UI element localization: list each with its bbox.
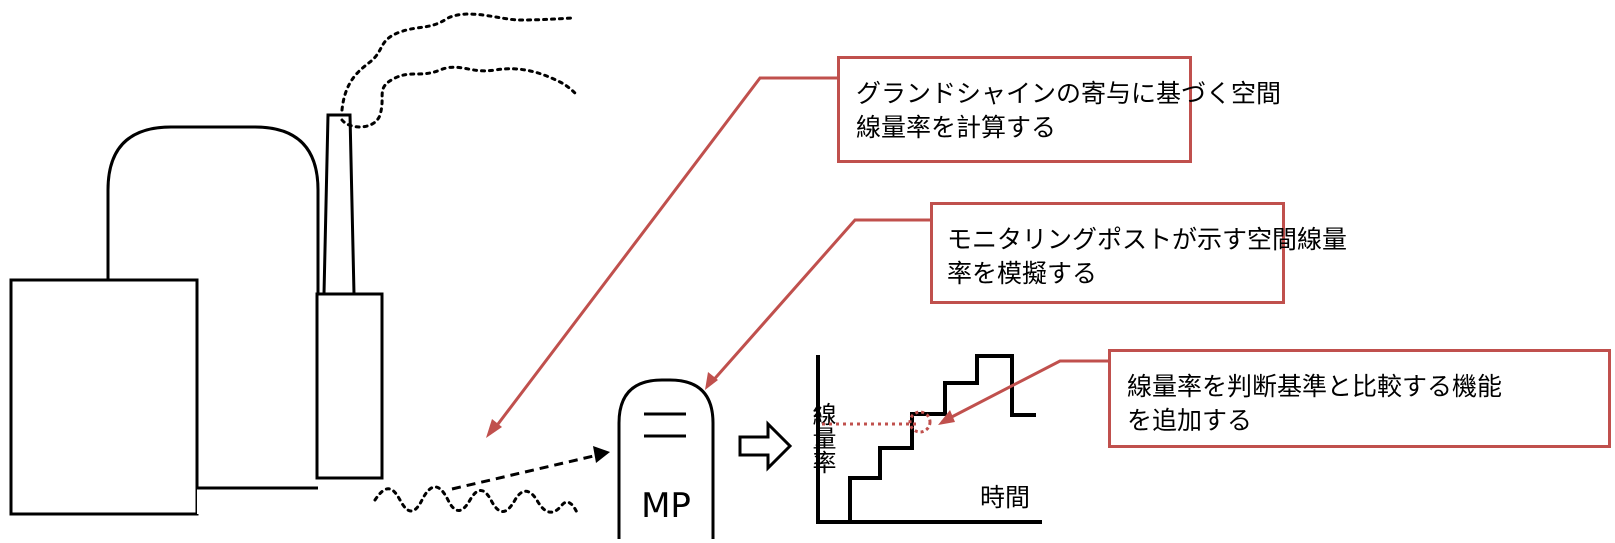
dose-rate-step-line	[848, 354, 1036, 522]
leader-arrowheads	[486, 372, 955, 438]
graph-y-label: 線量率	[808, 402, 836, 474]
leader-3	[941, 359, 1108, 424]
callout-line: 率を模擬する	[947, 259, 1098, 288]
callout-line: モニタリングポストが示す空間線量	[947, 225, 1348, 254]
callout-line: グランドシャインの寄与に基づく空間	[856, 79, 1282, 108]
callout-ground-shine: グランドシャインの寄与に基づく空間 線量率を計算する	[837, 56, 1282, 163]
dose-rate-graph: 線量率 時間	[808, 354, 1042, 524]
arrow-right-icon	[738, 420, 793, 472]
callout-leaders	[490, 76, 1108, 433]
callout-line: を追加する	[1127, 406, 1253, 435]
callout-line: 線量率を計算する	[856, 113, 1057, 142]
leader-1-head	[486, 419, 502, 438]
front-building	[197, 488, 318, 514]
leader-1	[490, 76, 837, 433]
monitoring-post-icon: MP	[617, 378, 715, 539]
callout-line: 線量率を判断基準と比較する機能	[1127, 372, 1503, 401]
leader-3-head	[938, 410, 955, 425]
turbine-building	[9, 278, 199, 516]
callout-monitoring-post: モニタリングポストが示す空間線量 率を模擬する	[930, 202, 1348, 304]
auxiliary-building	[315, 292, 384, 480]
leader-2	[708, 218, 930, 385]
smoke-icon	[340, 12, 580, 129]
graph-x-label: 時間	[980, 483, 1030, 512]
leader-2-head	[705, 372, 718, 390]
threshold-crossing-marker	[908, 410, 932, 434]
callout-comparison: 線量率を判断基準と比較する機能 を追加する	[1108, 349, 1611, 448]
stack-icon	[322, 113, 356, 295]
plant-building-icon	[9, 113, 384, 516]
mp-label: MP	[641, 486, 691, 526]
ground-radiation-icon	[373, 485, 580, 517]
dose-arrow	[451, 446, 610, 491]
